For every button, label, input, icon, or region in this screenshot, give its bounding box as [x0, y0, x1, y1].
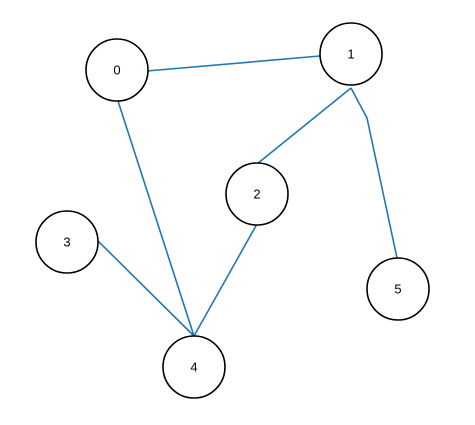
node-label: 3 — [63, 235, 70, 250]
edge-0-4 — [117, 100, 195, 337]
node-circle — [162, 335, 226, 399]
graph-node[interactable]: 4 — [162, 335, 226, 399]
edge-layer — [96, 55, 398, 337]
graph-node[interactable]: 0 — [85, 38, 149, 102]
node-label: 5 — [394, 282, 401, 297]
edge-0-1 — [146, 55, 321, 72]
graph-node[interactable]: 3 — [35, 210, 99, 274]
node-label: 4 — [190, 360, 197, 375]
node-circle — [225, 162, 289, 226]
edge-1-2 — [256, 87, 352, 165]
edge-1-5 — [350, 87, 398, 259]
node-circle — [85, 38, 149, 102]
node-layer: 0 1 2 3 4 5 — [35, 22, 430, 399]
edge-3-4 — [96, 239, 195, 337]
node-label: 0 — [113, 63, 120, 78]
node-circle — [366, 257, 430, 321]
node-label: 1 — [347, 47, 354, 62]
node-label: 2 — [253, 187, 260, 202]
node-circle — [319, 22, 383, 86]
graph-node[interactable]: 2 — [225, 162, 289, 226]
node-circle — [35, 210, 99, 274]
graph-node[interactable]: 1 — [319, 22, 383, 86]
graph-node[interactable]: 5 — [366, 257, 430, 321]
edge-2-4 — [193, 223, 258, 337]
